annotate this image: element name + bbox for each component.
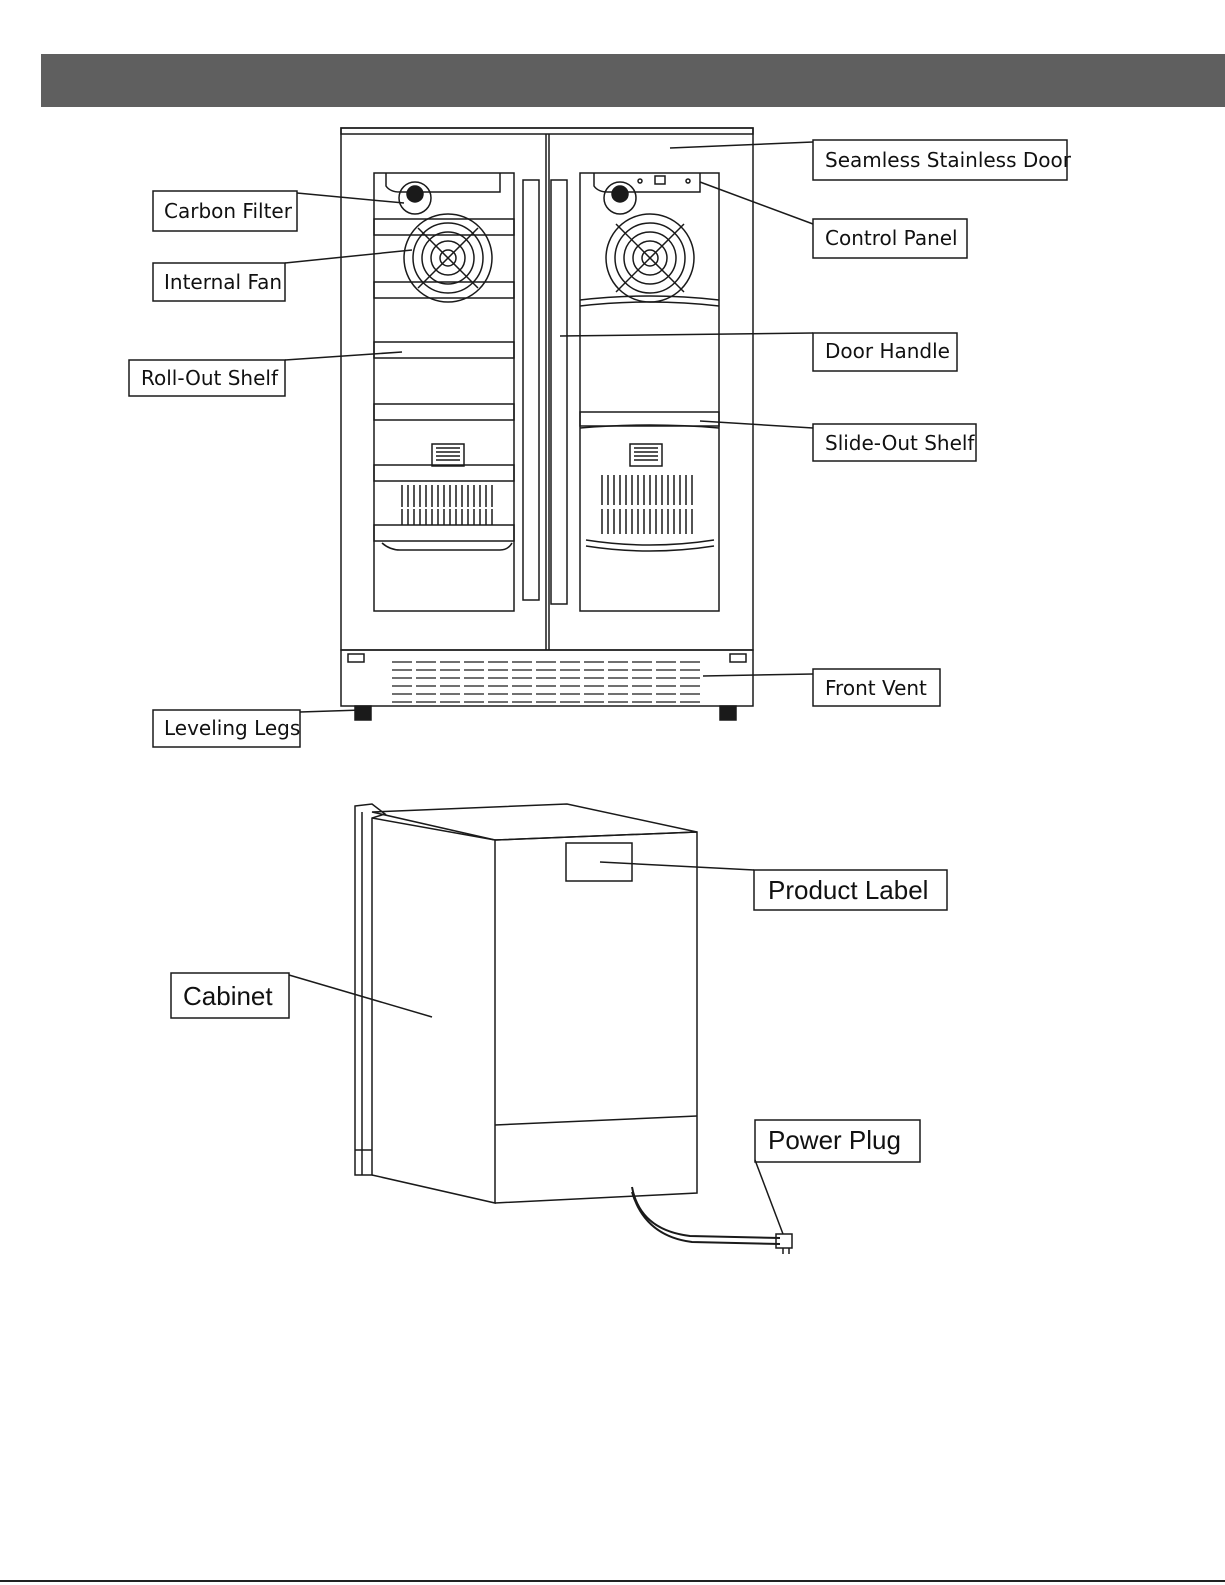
internal-fan-label: Internal Fan	[164, 270, 282, 294]
control-panel-label: Control Panel	[825, 226, 958, 250]
right-door	[580, 173, 719, 611]
control-panel-icon	[638, 176, 690, 184]
power-plug-label: Power Plug	[768, 1125, 901, 1155]
internal-fan-icon	[404, 214, 492, 302]
carbon-filter-label: Carbon Filter	[164, 199, 293, 223]
front-vent-label: Front Vent	[825, 676, 927, 700]
right-fan-icon	[606, 214, 694, 302]
side-view-unit	[355, 804, 792, 1254]
seamless-stainless-door-label: Seamless Stainless Door	[825, 148, 1072, 172]
power-plug-icon	[776, 1234, 792, 1248]
front-view-unit	[341, 128, 753, 720]
door-handles	[523, 180, 567, 604]
leveling-legs-icon	[355, 706, 736, 720]
side-view-callouts	[171, 862, 947, 1234]
roll-out-shelf-label: Roll-Out Shelf	[141, 366, 279, 390]
product-label-icon	[566, 843, 632, 881]
bottom-rule	[0, 1580, 1225, 1582]
product-label-label: Product Label	[768, 875, 928, 905]
slide-out-shelf-label: Slide-Out Shelf	[825, 431, 975, 455]
front-vent-grille	[341, 650, 753, 706]
left-door	[374, 173, 514, 611]
leveling-legs-label: Leveling Legs	[164, 716, 300, 740]
cabinet-label: Cabinet	[183, 981, 273, 1011]
door-handle-label: Door Handle	[825, 339, 950, 363]
